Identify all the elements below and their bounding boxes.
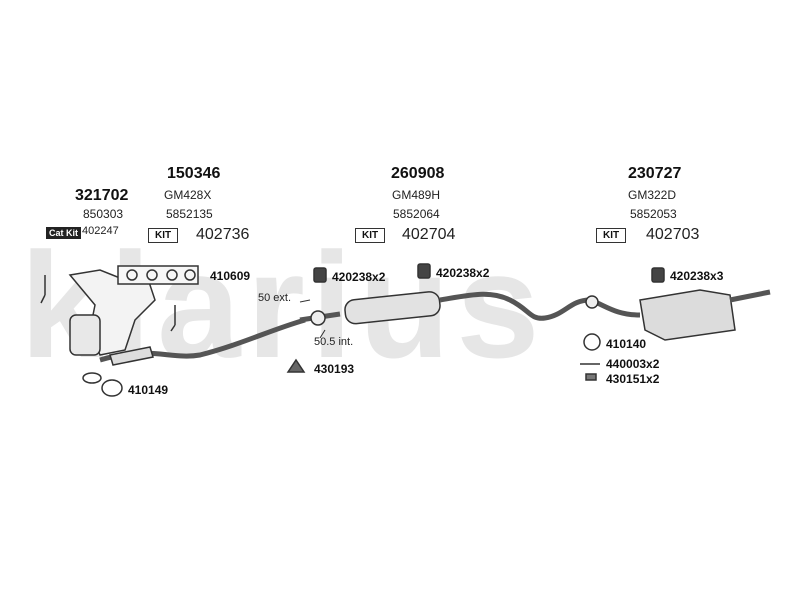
gasket-icon-410149 — [101, 379, 123, 397]
callout-420238x3: 420238x3 — [670, 269, 724, 283]
callout-410609: 410609 — [210, 269, 251, 283]
flex-joint-shape — [109, 346, 154, 366]
kit-number-402704: 402704 — [402, 226, 456, 243]
kit-number-402736: 402736 — [196, 226, 250, 243]
clamp-icon-front — [82, 372, 102, 384]
oem-number-850303: 850303 — [83, 207, 124, 221]
oem-number-5852053: 5852053 — [630, 207, 677, 221]
nut-icon-430151 — [585, 373, 597, 381]
part-number-150346: 150346 — [167, 165, 221, 182]
oem-number-5852064: 5852064 — [393, 207, 440, 221]
part-number-230727: 230727 — [628, 165, 682, 182]
part-number-321702: 321702 — [75, 187, 129, 204]
callout-50-ext: 50 ext. — [258, 292, 292, 304]
callout-410140: 410140 — [606, 337, 647, 351]
kit-label-g4: KIT — [596, 228, 627, 243]
catalyst-body-shape — [69, 314, 101, 356]
cat-kit-number: 402247 — [82, 225, 119, 237]
callout-410149: 410149 — [128, 383, 169, 397]
oem-number-gm322d: GM322D — [628, 188, 677, 202]
lambda-sensor-shape-2 — [170, 305, 176, 332]
callout-420238x2-b: 420238x2 — [436, 266, 490, 280]
mount-icon-3 — [651, 267, 665, 283]
kit-number-402703: 402703 — [646, 226, 700, 243]
manifold-gasket-shape — [117, 265, 199, 285]
callout-440003x2: 440003x2 — [606, 357, 660, 371]
oem-number-5852135: 5852135 — [166, 207, 213, 221]
mount-icon-1 — [313, 267, 327, 283]
callout-50-5-int: 50.5 int. — [314, 336, 354, 348]
bracket-icon — [286, 358, 306, 373]
callout-430151x2: 430151x2 — [606, 372, 660, 386]
callout-420238x2-a: 420238x2 — [332, 270, 386, 284]
lambda-sensor-shape — [40, 275, 46, 304]
ring-icon-410140 — [583, 333, 601, 351]
tailpipe-shape — [729, 289, 771, 303]
mount-icon-2 — [417, 263, 431, 279]
middle-silencer-shape — [344, 291, 441, 325]
oem-number-gm489h: GM489H — [392, 188, 441, 202]
rear-pipe-shape — [439, 291, 591, 321]
rear-silencer-shape — [639, 289, 736, 341]
cat-kit-label: Cat Kit — [46, 227, 81, 239]
part-number-260908: 260908 — [391, 165, 445, 182]
kit-label-g3: KIT — [355, 228, 386, 243]
kit-label-g2: KIT — [148, 228, 179, 243]
oem-number-gm428x: GM428X — [164, 188, 212, 202]
callout-430193: 430193 — [314, 362, 355, 376]
